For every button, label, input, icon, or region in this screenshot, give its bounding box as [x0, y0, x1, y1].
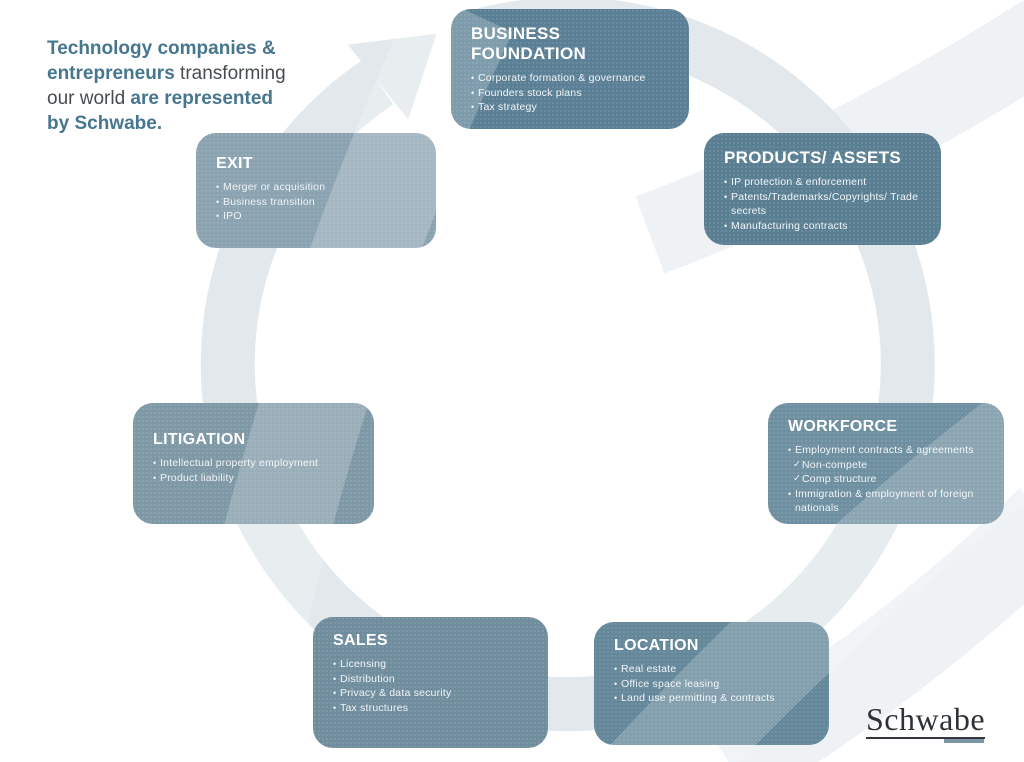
node-workforce: WORKFORCE •Employment contracts & agreem… [768, 403, 1004, 524]
list-item: •Business transition [216, 195, 315, 208]
cycle-arrowhead-icon [347, 33, 437, 120]
list-item: •IP protection & enforcement [724, 176, 867, 188]
list-item: •Privacy & data security [333, 687, 452, 699]
bullet-icon: • [153, 472, 157, 483]
headline-line-1: Technology companies & [47, 38, 276, 59]
list-item: •Intellectual property employment [153, 457, 319, 469]
bullet-icon: • [471, 87, 475, 98]
bullet-icon: • [471, 73, 475, 83]
list-item: ✓Non-compete [793, 458, 868, 471]
node-item-list: •Corporate formation & governance •Found… [471, 71, 673, 115]
schwabe-logo: Schwabe [866, 701, 986, 743]
bullet-icon: • [216, 196, 220, 207]
headline-line-4: by Schwabe. [47, 113, 163, 134]
bullet-icon: • [216, 182, 220, 192]
node-sales: SALES •Licensing •Distribution •Privacy … [313, 617, 548, 748]
list-item: •Manufacturing contracts [724, 219, 848, 232]
bullet-icon: • [788, 445, 792, 455]
list-item: •Founders stock plans [471, 86, 582, 99]
node-location: LOCATION •Real estate •Office space leas… [594, 622, 829, 745]
list-item: •Office space leasing [614, 677, 720, 690]
logo-text: Schwabe [866, 701, 986, 737]
bullet-icon: • [333, 659, 337, 669]
node-item-list: •Merger or acquisition •Business transit… [216, 180, 420, 224]
list-item: ✓Comp structure [793, 473, 877, 485]
bullet-icon: • [471, 102, 475, 112]
headline-line-2: entrepreneurs transforming [47, 63, 286, 84]
node-title: EXIT [216, 155, 253, 172]
bullet-icon: • [614, 664, 618, 674]
bullet-icon: • [724, 177, 728, 187]
node-item-list: •Intellectual property employment •Produ… [153, 456, 358, 485]
node-title: SALES [333, 632, 388, 649]
list-item: •Tax structures [333, 701, 409, 714]
check-icon: ✓ [793, 473, 802, 484]
list-item: •Immigration & employment of foreign nat… [788, 487, 974, 515]
list-item: •Tax strategy [471, 101, 538, 113]
bullet-icon: • [153, 458, 157, 468]
list-item: •IPO [216, 210, 242, 222]
list-item: •Distribution [333, 672, 395, 685]
bullet-icon: • [333, 673, 337, 684]
list-item: •Real estate [614, 663, 677, 675]
list-item: •Merger or acquisition [216, 181, 326, 193]
bullet-icon: • [333, 702, 337, 713]
headline: Technology companies & entrepreneurs tra… [47, 36, 337, 136]
node-title: LOCATION [614, 637, 699, 654]
node-business-foundation: BUSINESS FOUNDATION •Corporate formation… [451, 9, 689, 129]
bullet-icon: • [614, 678, 618, 689]
bullet-icon: • [333, 688, 337, 698]
list-item: •Corporate formation & governance [471, 72, 646, 84]
node-products-assets: PRODUCTS/ ASSETS •IP protection & enforc… [704, 133, 941, 245]
check-icon: ✓ [793, 458, 802, 470]
headline-line-3: our world are represented [47, 88, 273, 109]
logo-underline-accent [944, 739, 985, 743]
bullet-icon: • [788, 488, 792, 499]
node-item-list: •Licensing •Distribution •Privacy & data… [333, 657, 532, 715]
node-litigation: LITIGATION •Intellectual property employ… [133, 403, 374, 524]
node-exit: EXIT •Merger or acquisition •Business tr… [196, 133, 436, 248]
list-item: •Patents/Trademarks/Copyrights/ Trade se… [724, 190, 919, 218]
list-item: •Land use permitting & contracts [614, 692, 775, 704]
bullet-icon: • [614, 693, 618, 703]
node-title: LITIGATION [153, 431, 246, 448]
bullet-icon: • [724, 191, 728, 202]
list-item: •Product liability [153, 471, 235, 484]
list-item: •Employment contracts & agreements [788, 444, 974, 456]
node-item-list: •Real estate •Office space leasing •Land… [614, 662, 813, 706]
list-item: •Licensing [333, 658, 387, 670]
node-title: BUSINESS FOUNDATION [471, 24, 587, 63]
node-item-list: •IP protection & enforcement •Patents/Tr… [724, 175, 925, 233]
bullet-icon: • [216, 211, 220, 221]
node-title: WORKFORCE [788, 418, 898, 435]
node-item-list: •Employment contracts & agreements ✓Non-… [788, 443, 988, 516]
bullet-icon: • [724, 220, 728, 231]
node-title: PRODUCTS/ ASSETS [724, 148, 902, 167]
